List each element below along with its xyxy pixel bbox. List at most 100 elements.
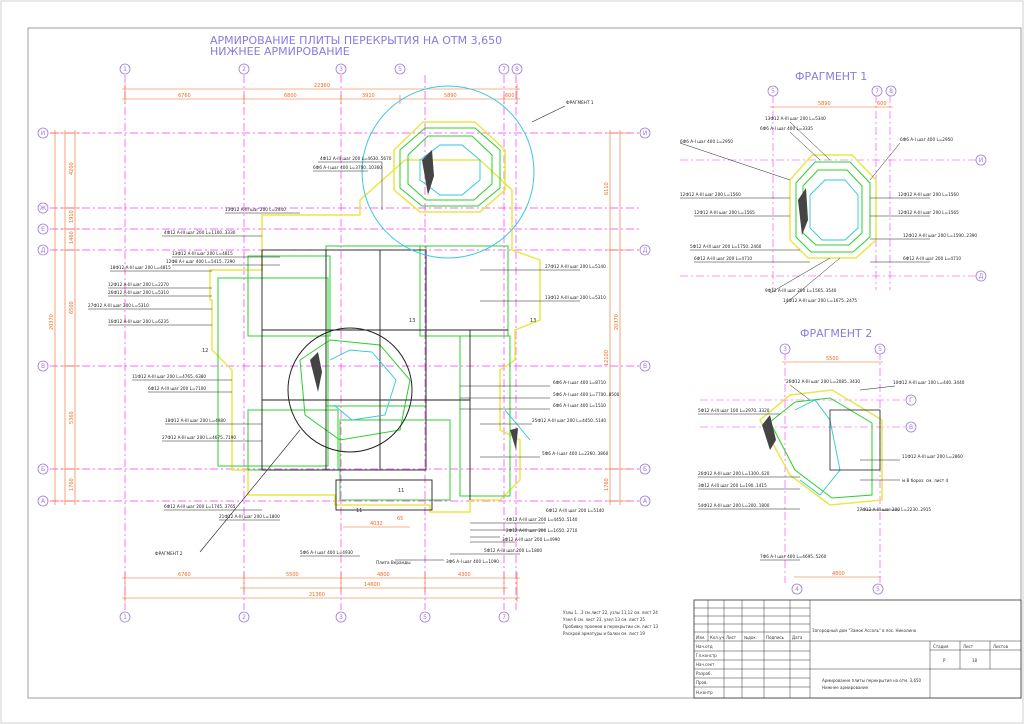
- fragment2-axis-5b: 5: [872, 583, 884, 595]
- general-notes: Узлы 1...3 см.лист 22, узлы 11,12 см. ли…: [563, 610, 659, 636]
- fragment1-label-top: 6Ф6 А-I шаг 400 L=3335: [760, 126, 813, 131]
- fragment2-label-right: 10Ф12 А-III шаг 100 L=440..3440: [893, 380, 965, 385]
- tb-col-stage: Стадия: [933, 644, 949, 649]
- svg-text:А: А: [41, 498, 46, 505]
- dim-inner-2: 65: [397, 516, 403, 522]
- note-line: Пробивку проемов в перекрытии см. лист 1…: [563, 624, 659, 629]
- dimension-lines-top: [122, 84, 520, 104]
- svg-text:Е: Е: [41, 226, 45, 233]
- axis-bubble-left-Д: Д: [37, 244, 49, 256]
- fragment2-label-left: 5Ф12 А-III шаг 100 L=2970..3320: [698, 408, 770, 413]
- rebar-label-right: 3Ф12 А-III шаг 200 L=4990: [502, 537, 560, 542]
- dimension-lines-right: [605, 130, 630, 505]
- svg-text:И: И: [41, 130, 46, 137]
- fragment1-label-bottom: 9Ф12 А-III шаг 200 L=1565..3540: [765, 288, 837, 293]
- rebar-label-right: 6Ф6 А-I шаг 400 L=1510: [553, 403, 606, 408]
- svg-text:2: 2: [242, 66, 246, 73]
- fragment2-label-left: 3Ф12 А-III шаг 200 L=190..1415: [698, 483, 767, 488]
- rebar-label-left: 27Ф12 А-III шаг 200 L=5310: [88, 303, 149, 308]
- dim-bottom-row2: 14600: [364, 582, 380, 588]
- axis-bubble-right-И: И: [639, 127, 651, 139]
- fragment1-label-bottom: 14Ф12 А-III шаг 200 L=1675..2475: [783, 298, 857, 303]
- dim-right-2: 12100: [604, 350, 610, 366]
- fragment2-callout-label: ФРАГМЕНТ 2: [155, 551, 183, 556]
- fragment2-axis-Г: Г: [905, 394, 917, 406]
- fragment2-beam: [794, 399, 841, 496]
- rebar-label-left: 6Ф6 А-I шаг 400 L=3700..10360: [313, 165, 382, 170]
- tb-header: Кол.уч: [710, 635, 724, 640]
- rebar-label-right: 6Ф12 А-III шаг 200 L=5140: [546, 508, 604, 513]
- fragment1-label-right: 12Ф12 А-III шаг 200 L=1565: [898, 210, 959, 215]
- rebar-label-left: 6Ф12 А-III шаг 200 L=1745..3765: [164, 504, 236, 509]
- rebar-label-right: 13Ф12 А-III шаг 200 L=5310: [545, 295, 606, 300]
- tb-header: Изм.: [696, 635, 705, 640]
- dim-left-1: 4200: [69, 162, 75, 175]
- mark-13b: 13: [530, 318, 536, 324]
- axis-bubble-bottom-1: 1: [119, 611, 131, 623]
- dim-right-3: 1760: [604, 478, 610, 491]
- fragment1-label-right: 12Ф12 А-III шаг 200 L=1590..2390: [903, 233, 977, 238]
- rebar-label-right: 27Ф12 А-III шаг 200 L=5140: [545, 264, 606, 269]
- axis-bubble-top-5: 5: [394, 63, 406, 75]
- fragment1-plan: 5 7 8 И Д 5890 600 6Ф6 А-I шаг 4: [679, 85, 987, 305]
- dim-left-5: 5360: [69, 411, 75, 424]
- dim-left-3: 1460: [69, 231, 75, 244]
- fragment2-label-top: 26Ф12 А-III шаг 200 L=2085..3430: [786, 379, 860, 384]
- dim-top-1: 6760: [178, 93, 191, 99]
- svg-text:3: 3: [783, 346, 787, 353]
- mark-13a: 13: [409, 318, 415, 324]
- rebar-label-left: 13Ф12 А-III шаг 200 L=2440: [225, 207, 286, 212]
- fragment2-axis-В: В: [905, 421, 917, 433]
- rebar-label-right: 3Ф6 А-I шаг 400 L=1090: [446, 559, 499, 564]
- axis-bubble-top-8: 8: [511, 63, 523, 75]
- wedge-shape: [422, 150, 434, 195]
- tb-header: Дата: [792, 635, 803, 640]
- fragment1-axis-7: 7: [871, 85, 883, 97]
- fragment1-callout-circle: [361, 85, 535, 259]
- fragment1-axis-8: 8: [885, 85, 897, 97]
- tb-project: Загородный дом "Замок Ассоль" в пос. Ник…: [812, 628, 917, 633]
- tb-col-sheet: Лист: [963, 644, 974, 649]
- svg-text:1: 1: [123, 614, 127, 621]
- axis-bubble-bottom-2: 2: [238, 611, 250, 623]
- fragment1-beam: [809, 179, 859, 241]
- dim-top-4: 5890: [444, 93, 457, 99]
- axis-bubble-top-1: 1: [119, 63, 131, 75]
- drawing-title-line2: НИЖНЕЕ АРМИРОВАНИЕ: [210, 45, 350, 58]
- drawing-title-line1: АРМИРОВАНИЕ ПЛИТЫ ПЕРЕКРЫТИЯ НА ОТМ 3,65…: [210, 34, 502, 47]
- svg-text:Г: Г: [909, 397, 913, 404]
- rebar-label-left: 6Ф12 А-III шаг 200 L=7100: [148, 386, 206, 391]
- rebar-label-left: 13Ф12 А-III шаг 200 L=4815: [172, 251, 233, 256]
- inner-frame: [27, 27, 1022, 699]
- rebar-label-right: 6Ф6 А-I шаг 400 L=8710: [553, 380, 606, 385]
- axis-bubble-bottom-5: 5: [419, 611, 431, 623]
- svg-text:В: В: [909, 424, 913, 431]
- fragment2-axis-5: 5: [874, 343, 886, 355]
- rebar-label-left: 16Ф12 А-III шаг 200 L=6235: [108, 319, 169, 324]
- svg-text:8: 8: [889, 88, 893, 95]
- dim-top-3: 3910: [362, 93, 375, 99]
- svg-text:8: 8: [515, 66, 519, 73]
- rebar-label-left: 12Ф12 А-III шаг 200 L=2270: [108, 282, 169, 287]
- title-block: Изм. Кол.уч Лист №док. Подпись Дата Нач.…: [693, 599, 1022, 699]
- axis-bubble-bottom-7: 7: [498, 611, 510, 623]
- fragment1-label-left: 5Ф12 А-III шаг 200 L=1750..2460: [690, 244, 762, 249]
- axis-bubble-left-В: В: [37, 360, 49, 372]
- fragment2-plan: 3 5 Г В 4 5 5500 4800 5Ф12 А-III шаг 100…: [698, 343, 965, 595]
- rebar-label-left: 12Ф8 А-I шаг 400 L=5415..7290: [166, 259, 235, 264]
- svg-text:Д: Д: [979, 273, 984, 280]
- fragment1-axis-5: 5: [767, 85, 779, 97]
- rebar-label-left: 26Ф12 А-III шаг 200 L=5310: [108, 290, 169, 295]
- svg-text:А: А: [643, 498, 648, 505]
- axis-bubble-right-Б: Б: [639, 463, 651, 475]
- axis-bubble-left-Е: Е: [37, 223, 49, 235]
- svg-text:7: 7: [502, 614, 506, 621]
- main-plan: 1 2 3 5 7 8 1 2 3 5 7 И Ж Е Д В Б А И Д …: [37, 63, 651, 623]
- wedge-shape: [798, 188, 808, 235]
- fragment1-label-right: 6Ф12 А-III шаг 200 L=4710: [903, 256, 961, 261]
- fragment2-label-left: 7Ф6 А-I шаг 400 L=4695..5260: [760, 554, 827, 559]
- fragment2-beam-box: [829, 409, 881, 471]
- dim-top-5: 600: [505, 93, 515, 99]
- fragment2-dim-top: 5500: [826, 356, 839, 362]
- beams: [261, 249, 508, 511]
